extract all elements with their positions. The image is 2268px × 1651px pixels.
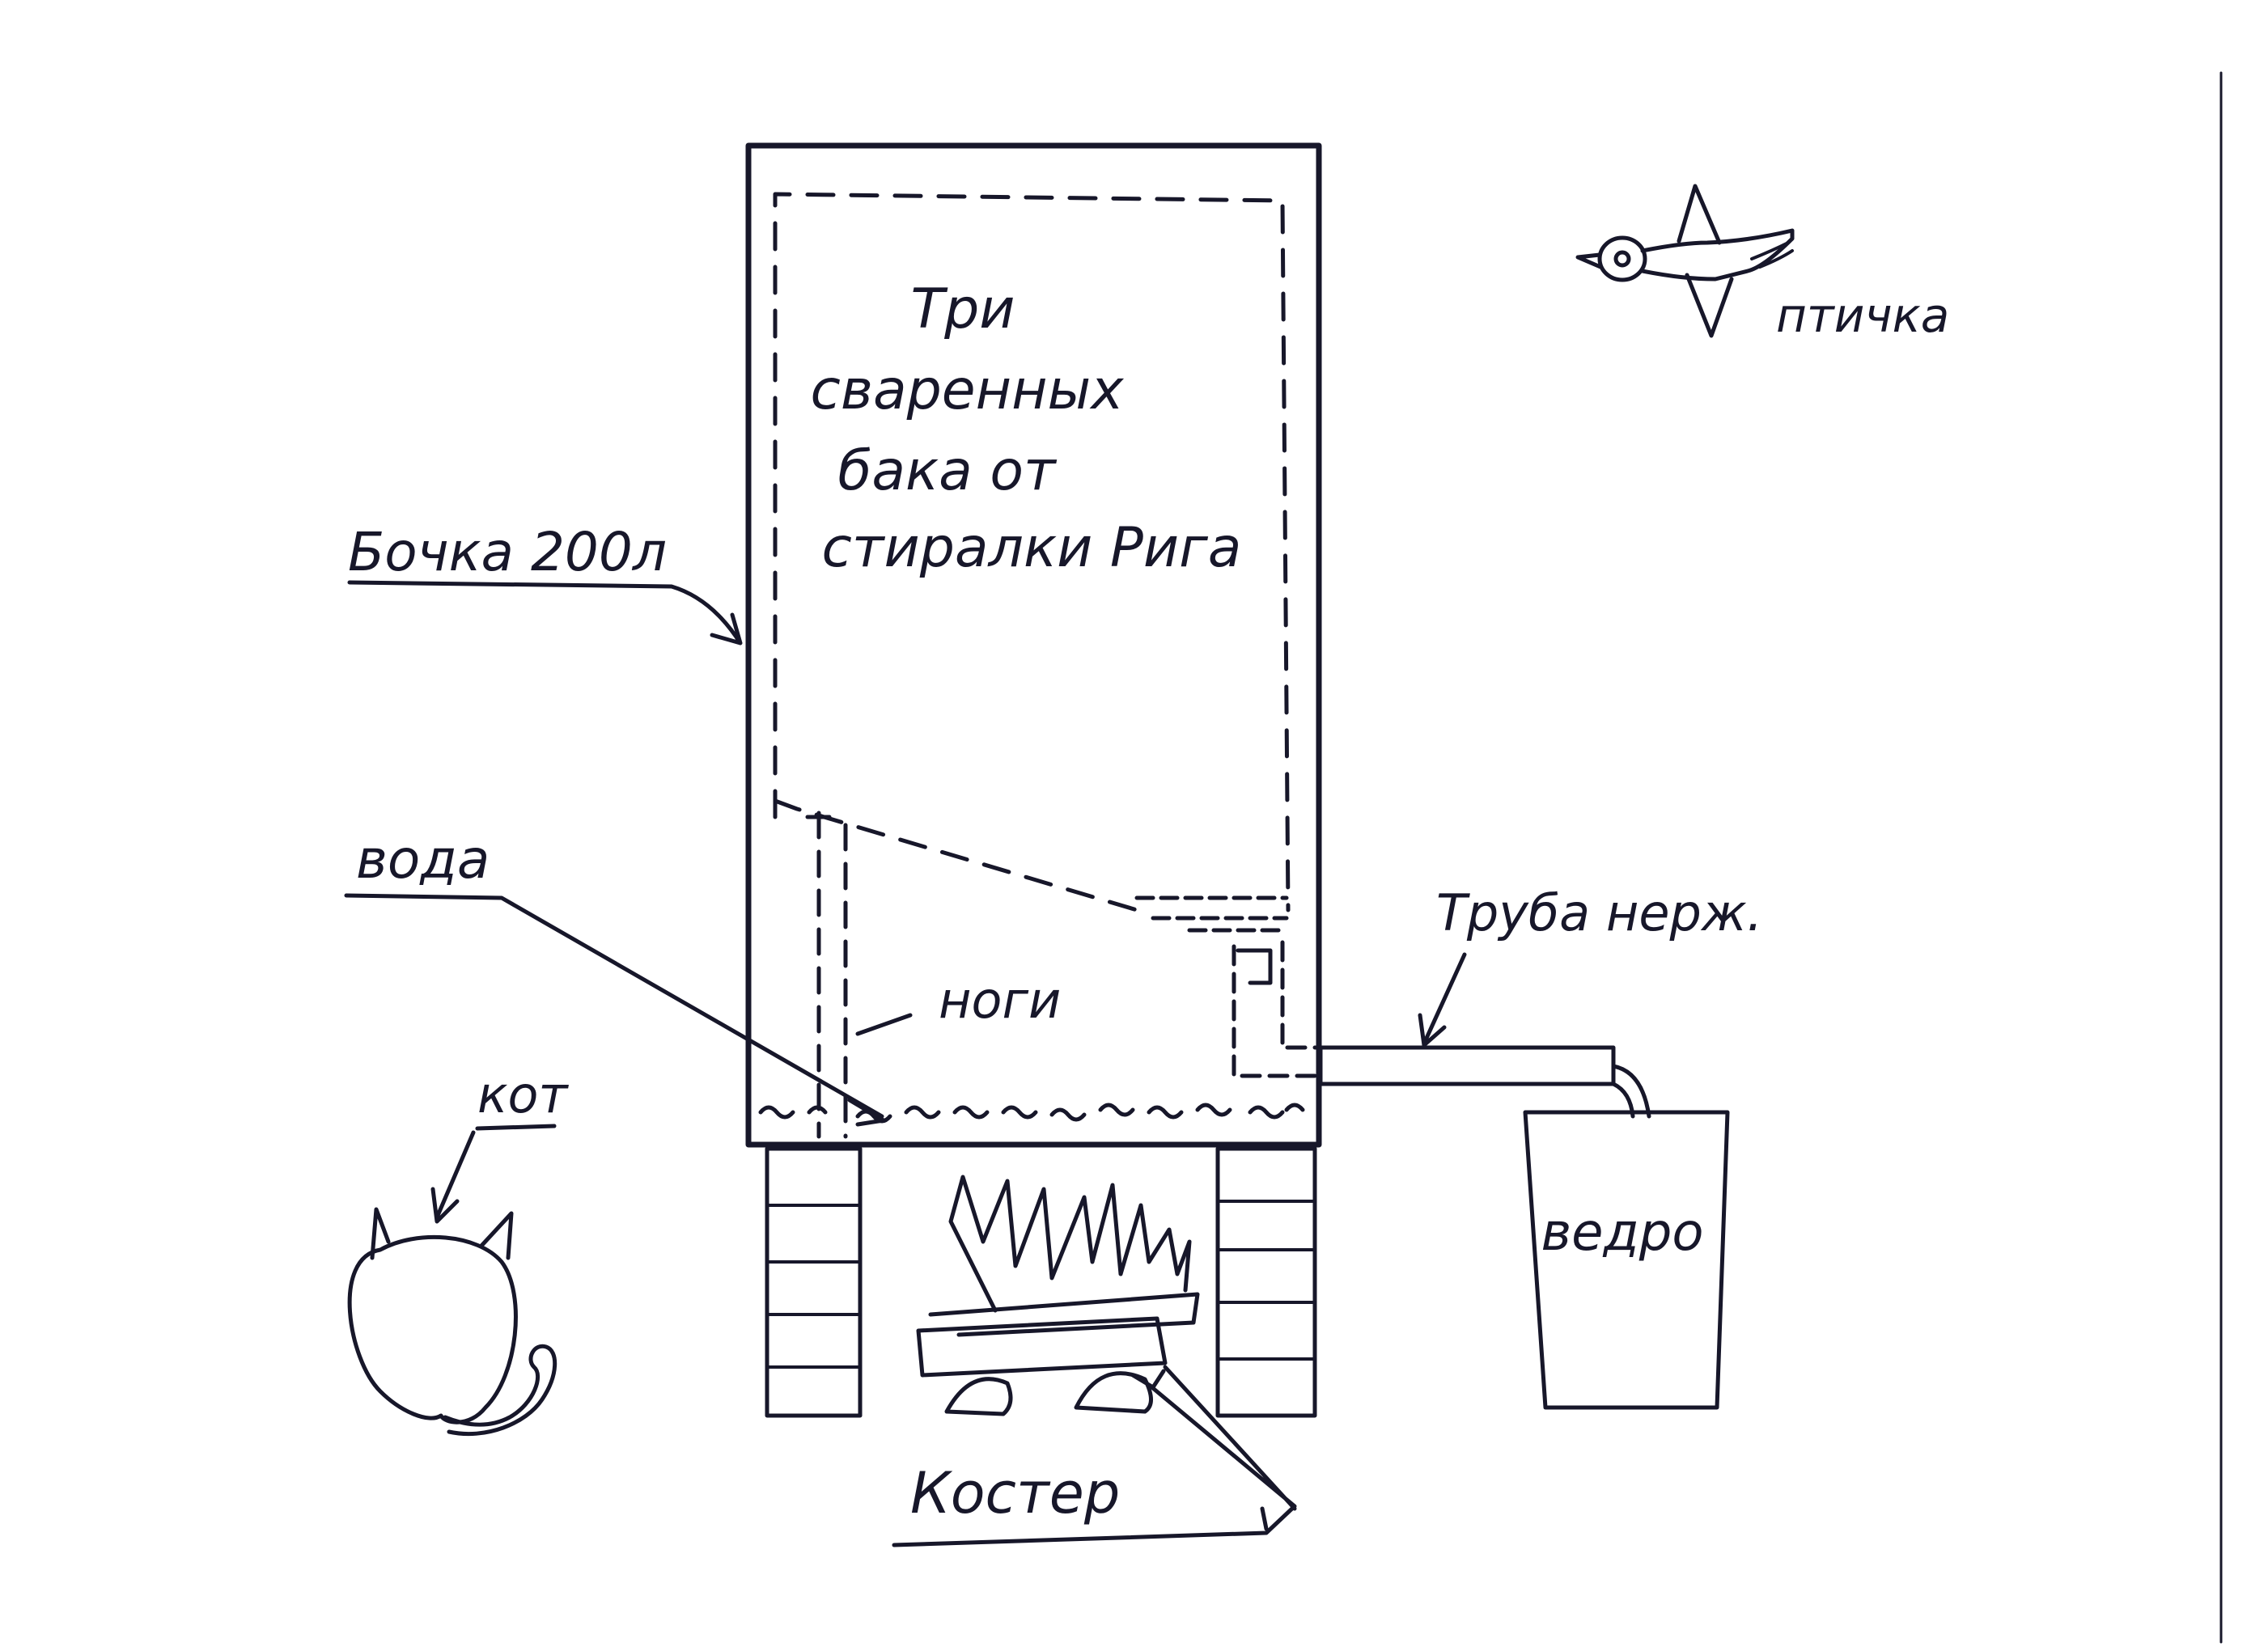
bird-wing-up (1677, 184, 1722, 245)
legs (805, 811, 848, 1139)
bucket (1523, 1110, 1730, 1410)
tanks-label-line-4: стиралки Рига (822, 516, 1242, 580)
brick-lines-left (765, 1204, 862, 1369)
cat-ears (370, 1207, 514, 1260)
bird-tail (1750, 241, 1794, 269)
tanks-label-line-1: Три (911, 277, 1015, 341)
water-line (758, 1103, 1305, 1124)
outlet-fitting (1236, 948, 1273, 985)
barrel-outline (745, 142, 1322, 1148)
legs-label: ноги (939, 971, 1061, 1030)
tanks-label-line-2: сваренных (811, 358, 1125, 422)
brick-lines-right (1216, 1200, 1316, 1361)
cat-leader (430, 1124, 557, 1224)
bird-icon (1575, 184, 1795, 338)
cat-icon (347, 1207, 557, 1437)
bird-eye (1613, 250, 1631, 268)
cat-label: кот (477, 1065, 569, 1124)
welded-tanks (773, 192, 1321, 1078)
barrel (745, 142, 1322, 1148)
tanks-funnel (1134, 895, 1289, 933)
bucket-outline (1523, 1110, 1730, 1410)
water-leader (344, 893, 886, 1127)
leader-lines (344, 580, 1467, 1547)
tanks-bottom (773, 798, 1139, 912)
fire-leader (892, 1365, 1297, 1547)
flames (948, 1175, 1192, 1313)
fire-label: Костер (910, 1460, 1120, 1526)
bird-wing-down (1685, 273, 1734, 338)
bucket-label: ведро (1541, 1203, 1703, 1263)
pipe-leader (1418, 952, 1467, 1048)
log-bottom (916, 1316, 1168, 1378)
log-top (928, 1292, 1200, 1337)
brick-support-right (1215, 1146, 1317, 1418)
pipe (1318, 1045, 1651, 1119)
stone-right (1074, 1371, 1153, 1414)
fire-icon (916, 1175, 1200, 1416)
legs-leader (855, 1013, 913, 1036)
bird-beak (1575, 252, 1603, 269)
cat-body (347, 1234, 518, 1425)
pipe-body (1318, 1045, 1616, 1086)
cat-tail (443, 1344, 557, 1437)
bird-body (1640, 228, 1795, 282)
tanks-outline (773, 192, 1291, 912)
brick-stack-right (1215, 1146, 1317, 1418)
barrel-leader (347, 580, 743, 646)
outlet-tube (1232, 940, 1321, 1078)
brick-stack-left (765, 1146, 863, 1418)
pipe-label: Труба нерж. (1436, 883, 1762, 942)
water-label: вода (356, 828, 490, 891)
tanks-label-line-3: бака от (837, 439, 1058, 503)
bird-label: птичка (1776, 288, 1949, 343)
brick-support-left (765, 1146, 863, 1418)
barrel-label: Бочка 200л (348, 521, 667, 583)
pipe-hose (1611, 1064, 1651, 1119)
bird-head (1597, 235, 1647, 282)
stone-left (944, 1377, 1013, 1416)
